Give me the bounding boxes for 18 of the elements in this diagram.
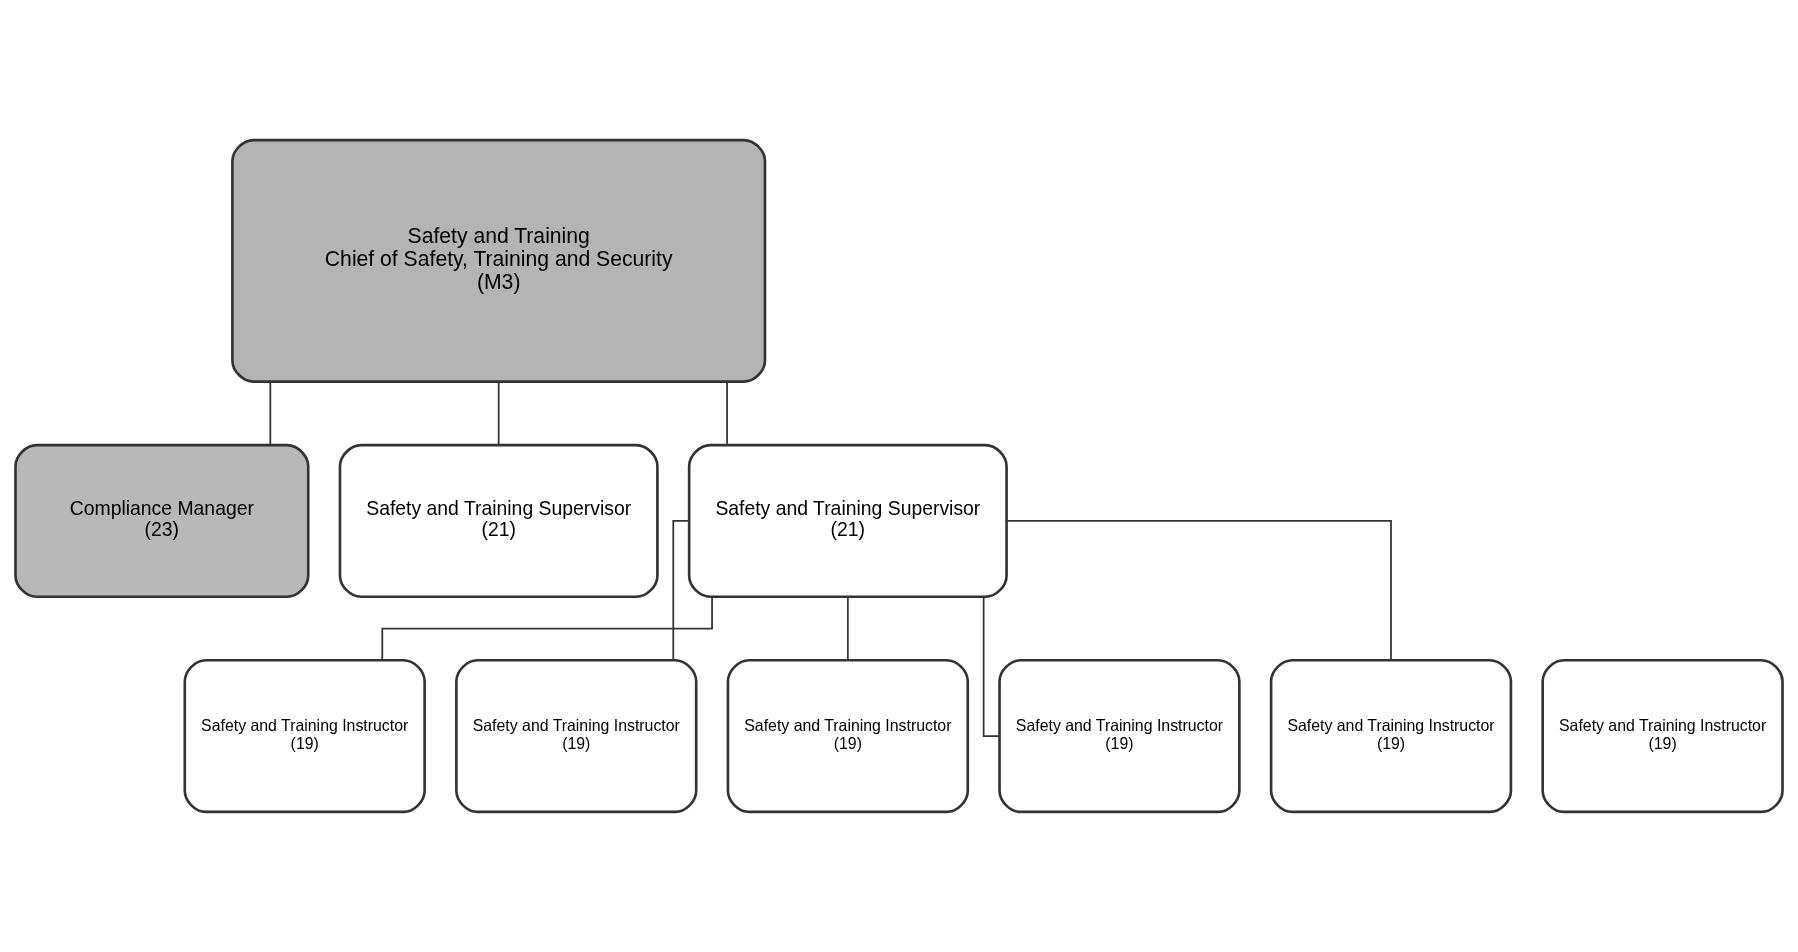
connector (982, 595, 1001, 737)
node-box: Safety and Training Chief of Safety, Training and Security (M3) (231, 138, 767, 383)
node-box: Safety and Training Instructor (19) (1541, 658, 1784, 814)
connector (381, 595, 713, 662)
connector (847, 595, 849, 662)
connector (269, 380, 272, 446)
node-box: Safety and Training Instructor (19) (998, 658, 1241, 814)
node-box: Safety and Training Instructor (19) (455, 658, 698, 814)
node-box: Safety and Training Supervisor (21) (338, 443, 659, 599)
connector (1006, 520, 1392, 662)
node-box: Safety and Training Instructor (19) (1269, 658, 1513, 814)
node-box: Safety and Training Supervisor (21) (687, 443, 1008, 599)
node-box: Compliance Manager (23) (14, 443, 310, 599)
connector (497, 380, 500, 446)
node-box: Safety and Training Instructor (19) (726, 658, 970, 814)
connector (726, 380, 728, 446)
connector (672, 520, 690, 662)
node-box: Safety and Training Instructor (19) (183, 658, 426, 814)
